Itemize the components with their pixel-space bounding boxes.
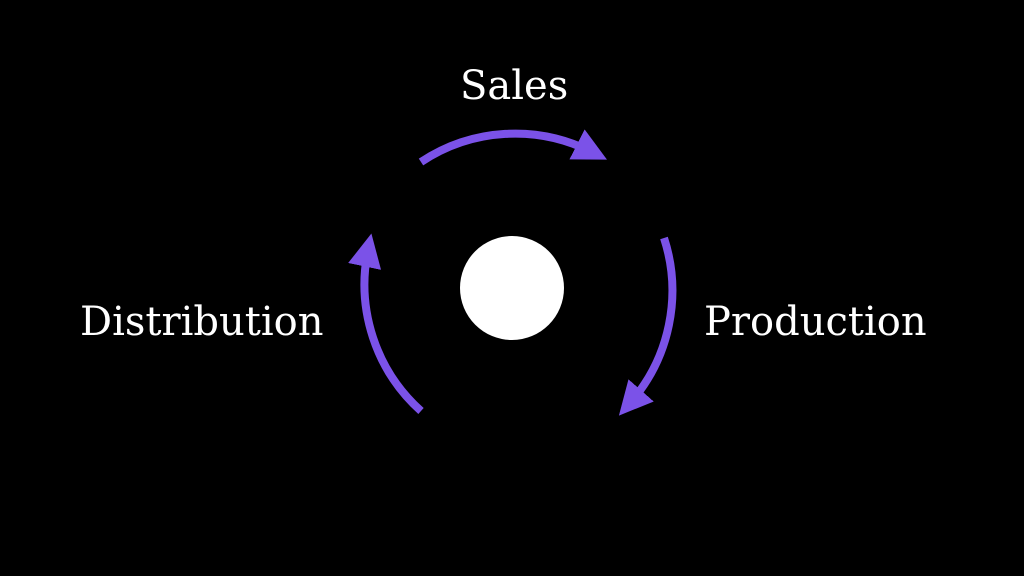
- arrow-distribution-to-sales: [348, 233, 424, 414]
- stage-label-sales: Sales: [460, 63, 569, 109]
- stage-label-production: Production: [704, 299, 927, 345]
- arrow-sales-to-production: [418, 129, 607, 166]
- arrow-production-to-distribution: [618, 236, 677, 416]
- center-circle: [460, 236, 564, 340]
- stage-label-distribution: Distribution: [80, 299, 324, 345]
